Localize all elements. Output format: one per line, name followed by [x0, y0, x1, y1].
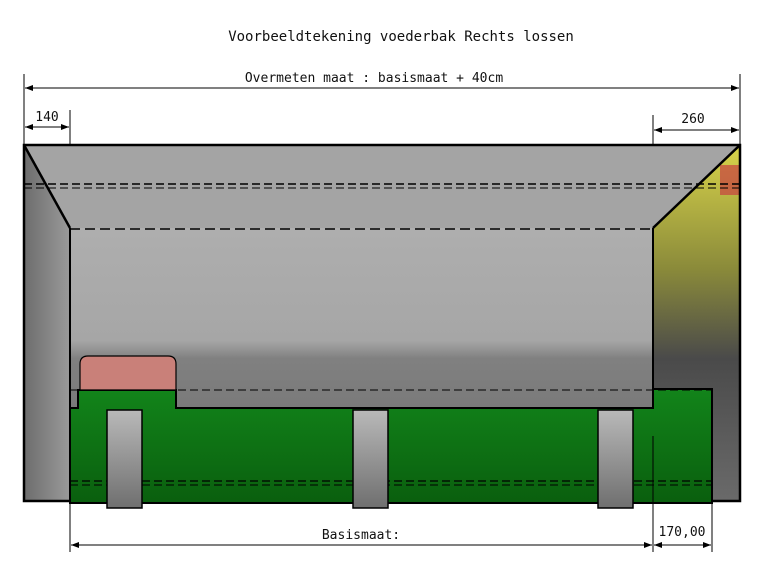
right-overhang-dimension: 260 [652, 112, 739, 145]
tine-left [106, 409, 143, 509]
left-overhang-label: 140 [35, 110, 58, 125]
left-overhang-dimension: 140 [25, 110, 71, 145]
right-extension-dimension: 170,00 [654, 503, 713, 552]
base-dimension: Basismaat: [69, 436, 654, 552]
base-dimension-label: Basismaat: [322, 528, 400, 543]
overall-dimension-label: Overmeten maat : basismaat + 40cm [245, 71, 503, 86]
overall-dimension: Overmeten maat : basismaat + 40cm [23, 71, 741, 145]
tine-middle [352, 409, 389, 509]
loader-bracket [79, 355, 177, 391]
drawing-title: Voorbeeldtekening voederbak Rechts losse… [228, 29, 574, 45]
right-overhang-label: 260 [681, 112, 704, 127]
left-side-panel [24, 145, 70, 501]
tine-right [597, 409, 634, 509]
right-extension-label: 170,00 [659, 525, 706, 540]
